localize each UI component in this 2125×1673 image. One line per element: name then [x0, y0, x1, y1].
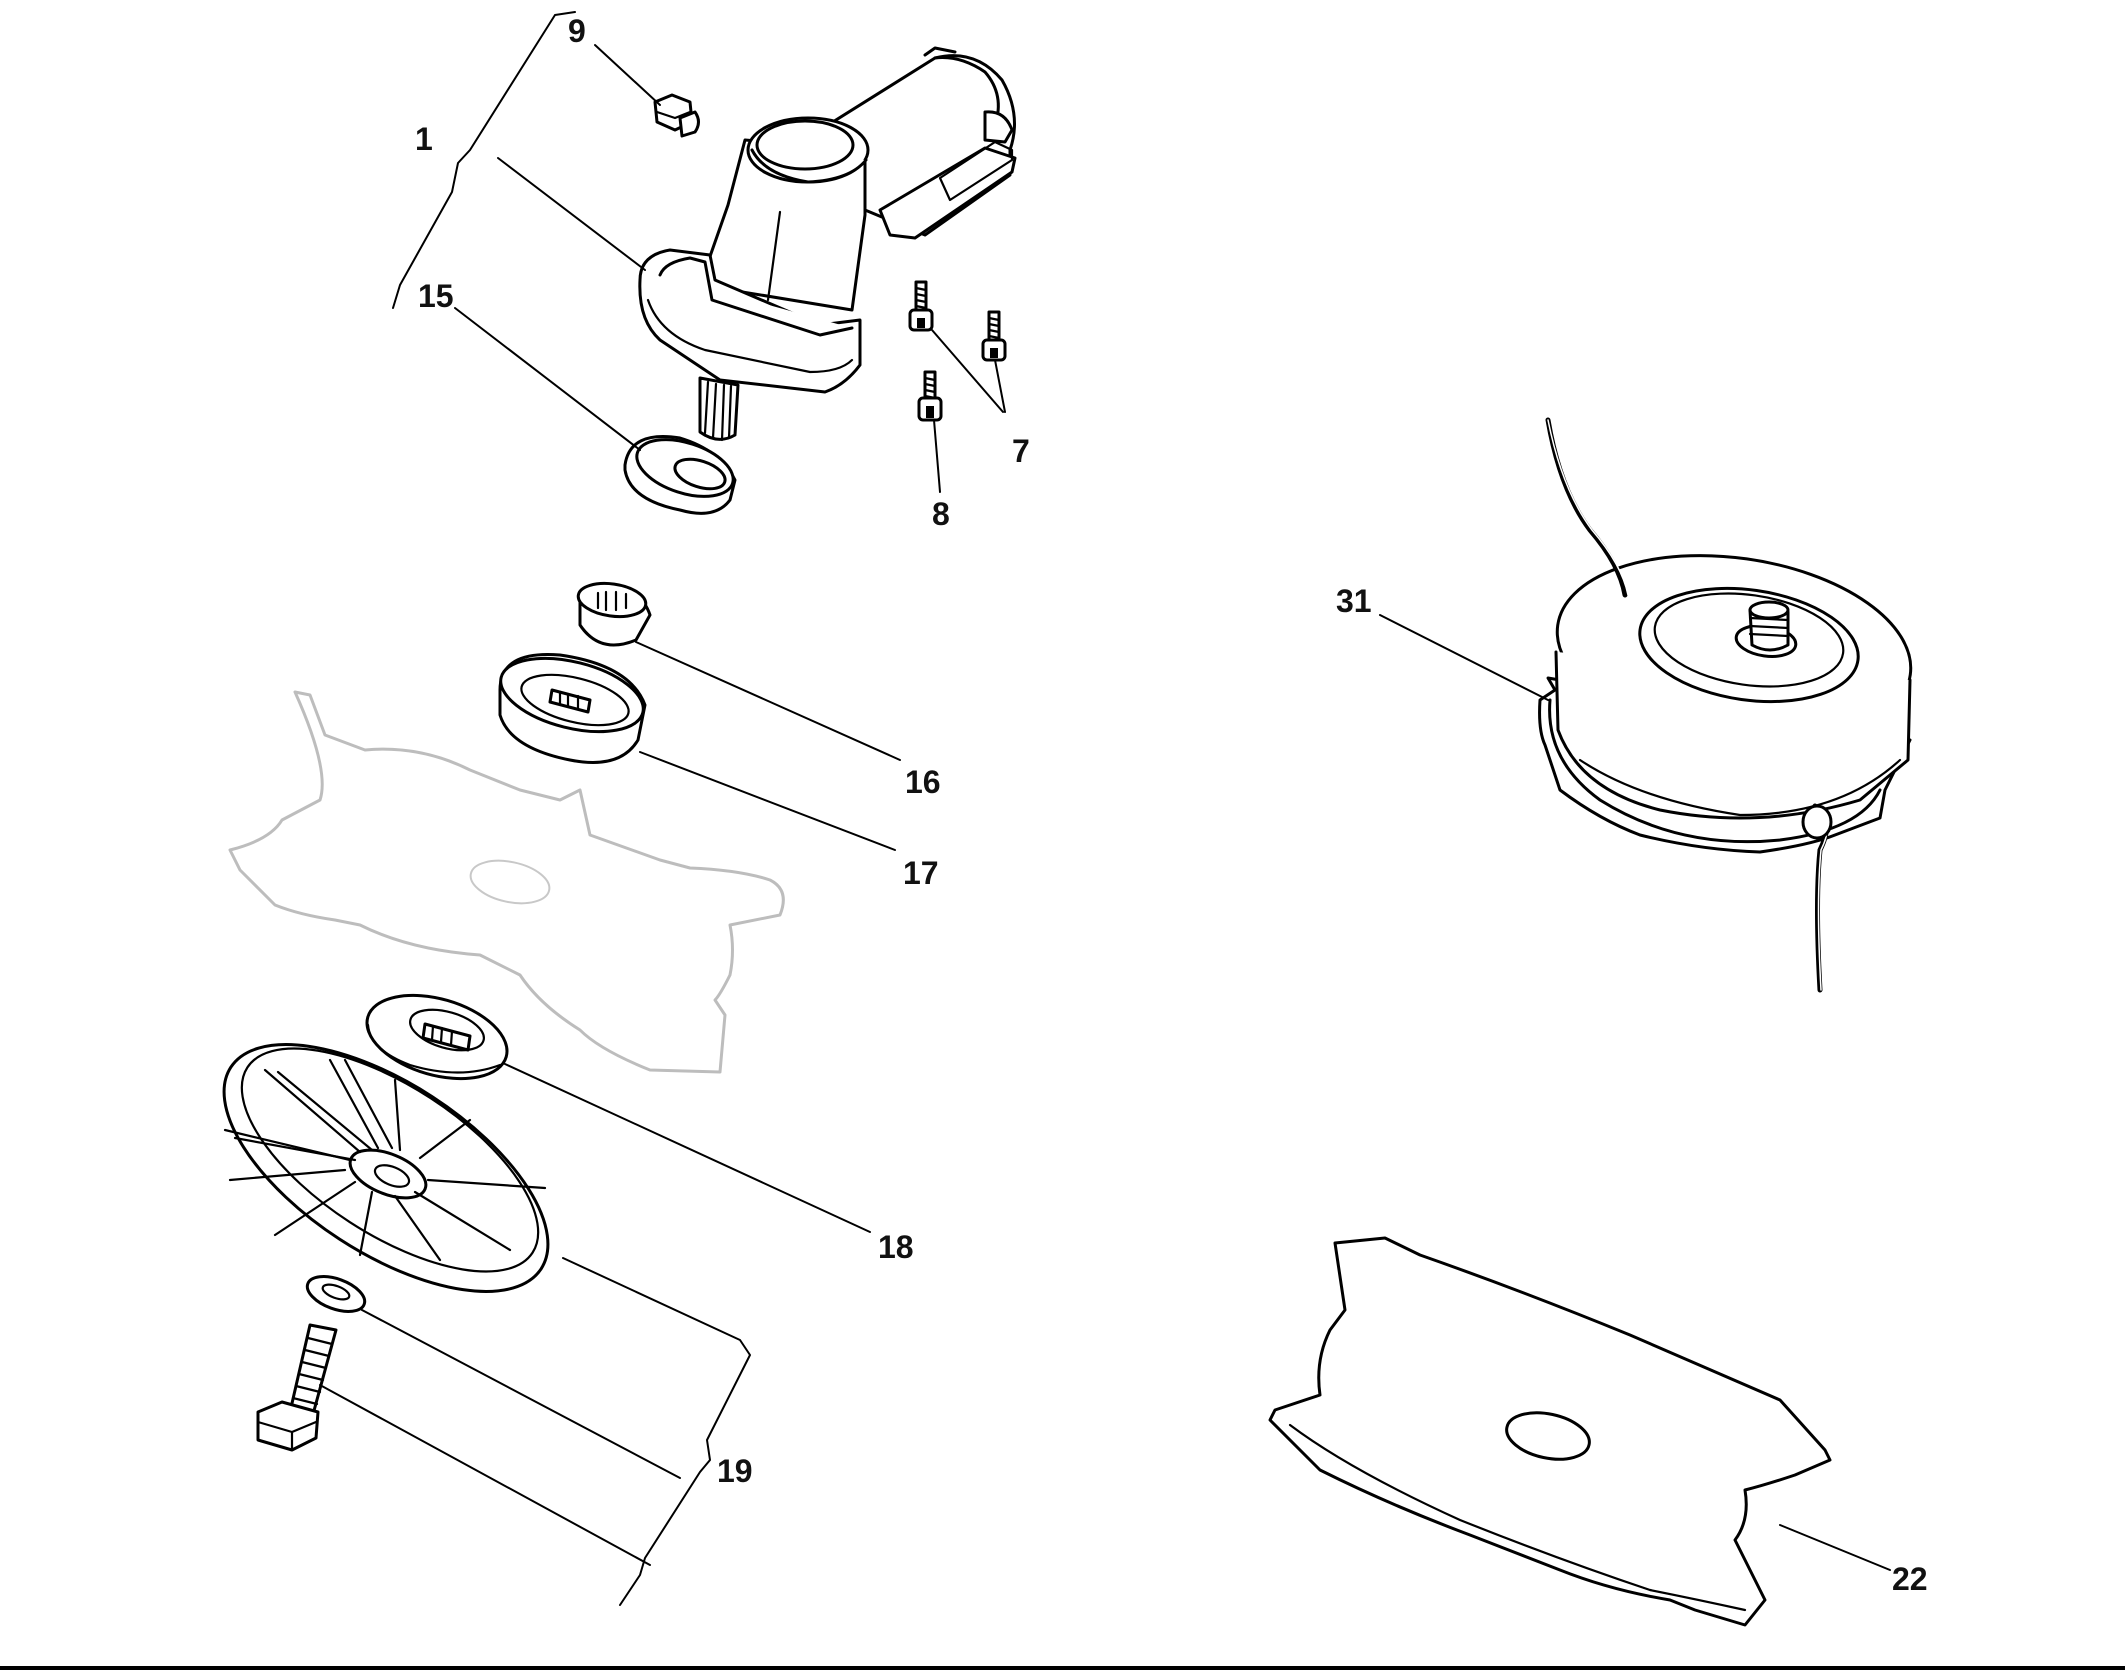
callout-8: 8 — [932, 496, 950, 532]
bushing-16 — [576, 581, 652, 647]
callout-labels: 9 1 15 7 8 31 16 17 18 19 22 — [415, 13, 1928, 1597]
callout-7: 7 — [1012, 433, 1030, 469]
plug-screw — [653, 93, 700, 138]
trimmer-head — [1538, 417, 1913, 993]
callout-17: 17 — [903, 855, 939, 891]
screw-7a — [908, 280, 934, 332]
screw-8 — [917, 370, 943, 422]
leader-lines — [319, 11, 1891, 1606]
ghost-blade — [228, 690, 785, 1074]
flange-18 — [365, 993, 509, 1081]
callout-9: 9 — [568, 13, 586, 49]
washer — [305, 1275, 367, 1313]
cup-guard — [222, 1043, 550, 1293]
gearbox-head — [638, 46, 1017, 442]
bolt — [256, 1323, 338, 1452]
bearing-17 — [498, 652, 647, 764]
callout-16: 16 — [905, 764, 941, 800]
callout-31: 31 — [1336, 583, 1372, 619]
callout-22: 22 — [1892, 1561, 1928, 1597]
bearing-15 — [623, 435, 737, 515]
callout-19: 19 — [717, 1453, 753, 1489]
callout-15: 15 — [418, 278, 454, 314]
callout-18: 18 — [878, 1229, 914, 1265]
cutting-blade — [1268, 1236, 1832, 1627]
screw-7b — [981, 310, 1007, 362]
callout-1: 1 — [415, 121, 433, 157]
